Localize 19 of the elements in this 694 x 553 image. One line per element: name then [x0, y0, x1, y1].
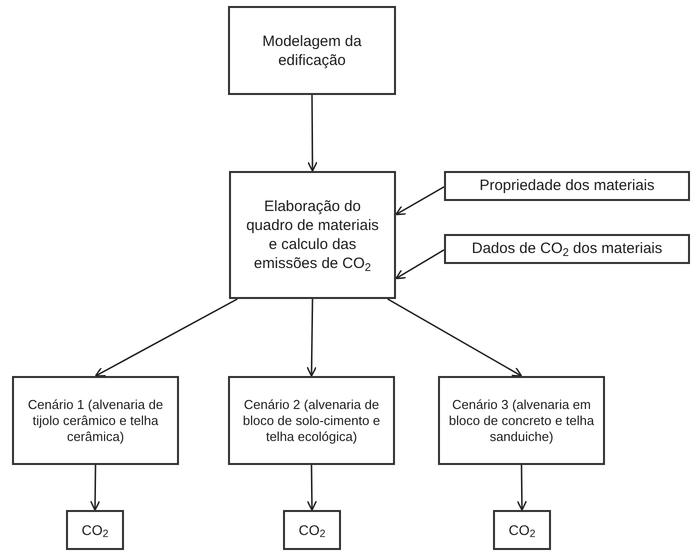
- scenario-box: Cenário 1 (alvenaria de tijolo cerâmico e telha cerâmica): [12, 376, 179, 465]
- arrow: [306, 298, 317, 377]
- result-box: CO$_{2}$: [66, 510, 124, 550]
- arrow: [516, 465, 528, 511]
- process-box: Modelagem da edificação: [228, 6, 396, 95]
- arrow: [387, 298, 522, 377]
- result-box: CO$_{2}$: [283, 510, 341, 550]
- arrow: [395, 249, 444, 280]
- arrow: [395, 186, 444, 216]
- process-box: Elaboração do quadro de materiais e calculo das emissões de CO$_{2}$: [229, 171, 396, 299]
- scenario-box: Cenário 3 (alvenaria em bloco de concreto e telha sanduiche): [438, 376, 605, 465]
- arrow: [90, 465, 100, 511]
- result-box: CO$_{2}$: [493, 510, 551, 550]
- arrow: [306, 465, 318, 511]
- arrow: [94, 298, 238, 377]
- input-box: Dados de CO$_{2}$ dos materiais: [444, 234, 690, 264]
- scenario-box: Cenário 2 (alvenaria de bloco de solo-cimento e telha ecológica): [228, 376, 395, 465]
- arrow: [307, 95, 318, 172]
- input-box: Propriedade dos materiais: [444, 171, 690, 201]
